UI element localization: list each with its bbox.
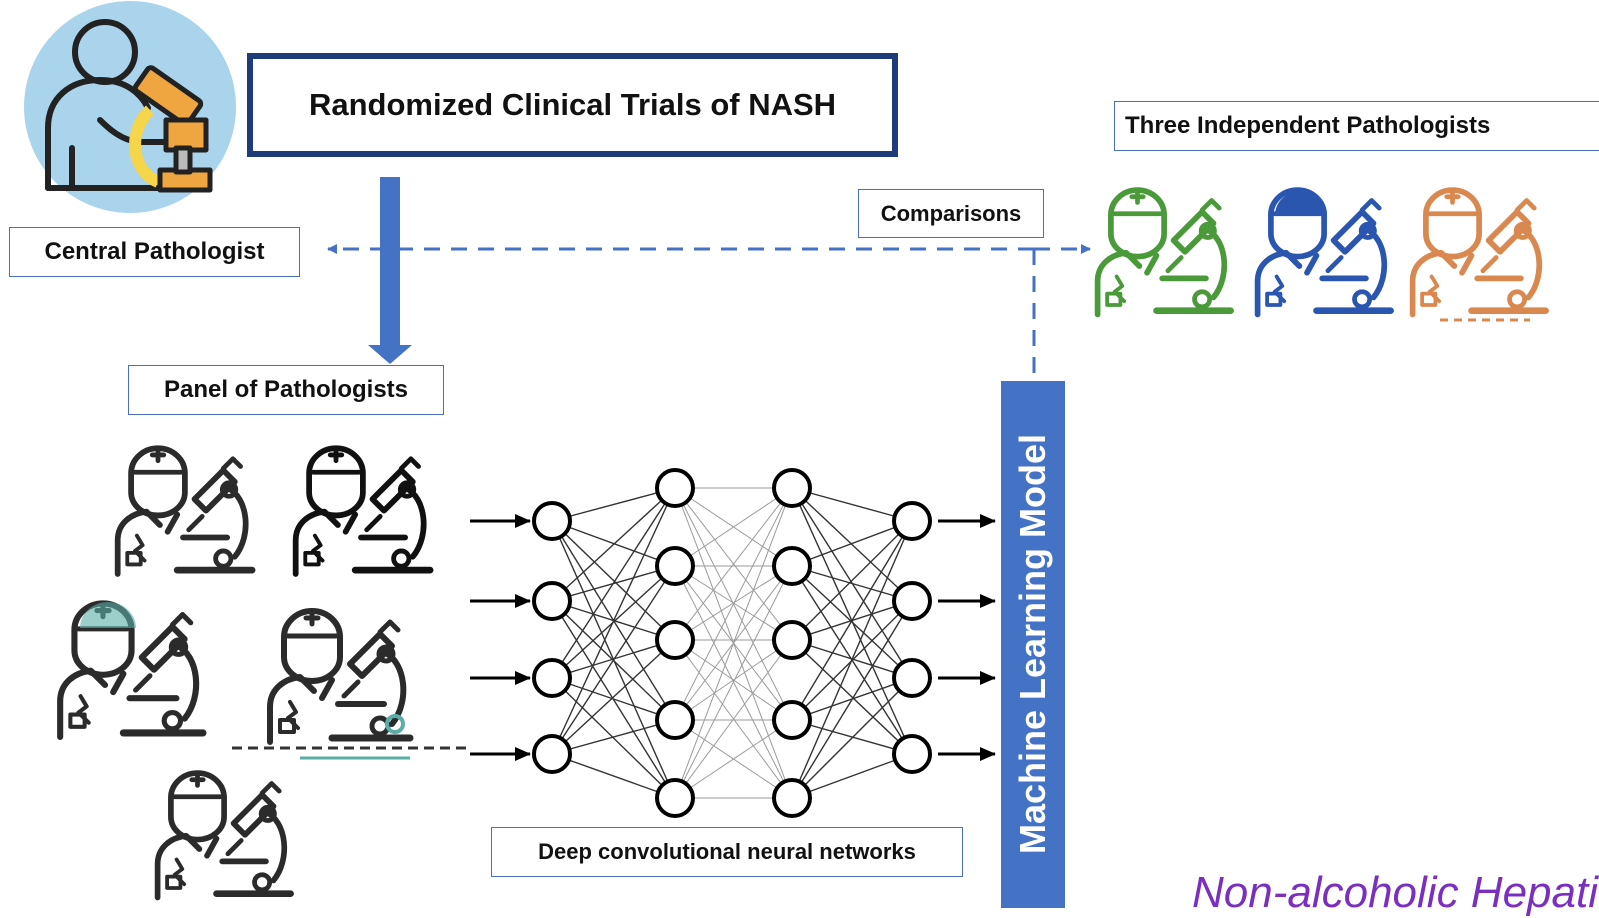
network-node	[892, 658, 932, 698]
network-edge	[674, 639, 793, 799]
machine-learning-model-bar	[1001, 381, 1065, 908]
network-edge	[551, 677, 676, 721]
network-edge	[791, 487, 913, 522]
panel-of-pathologists-label: Panel of Pathologists	[163, 376, 409, 403]
network-node	[655, 468, 695, 508]
network-edge	[551, 520, 676, 567]
page-title: Randomized Clinical Trials of NASH	[308, 87, 837, 122]
title-box: Randomized Clinical Trials of NASH	[247, 53, 898, 157]
network-node	[655, 700, 695, 740]
network-edge	[674, 487, 793, 721]
network-edge	[791, 600, 913, 799]
neural-network-connections	[551, 487, 913, 799]
network-edge	[791, 719, 913, 755]
panel-pathologist-icon	[118, 448, 252, 574]
network-node	[892, 734, 932, 774]
panel-pathologist-icon	[270, 611, 410, 742]
network-edge	[674, 487, 793, 567]
network-node	[772, 468, 812, 508]
three-independent-label-box: Three Independent Pathologists	[1114, 101, 1599, 151]
network-edge	[674, 487, 793, 799]
network-edge	[791, 565, 913, 602]
network-edge	[791, 520, 913, 799]
network-node	[892, 501, 932, 541]
comparisons-label: Comparisons	[880, 200, 1022, 226]
footer-partial-text: Non-alcoholic Hepatit	[1192, 868, 1599, 917]
network-node	[655, 546, 695, 586]
central-pathologist-icon	[24, 1, 236, 213]
network-edge	[791, 677, 913, 799]
network-node	[772, 778, 812, 818]
network-edge	[674, 639, 793, 721]
network-edge	[791, 520, 913, 641]
neural-network-arrows	[470, 514, 996, 761]
independent-pathologist-icon-blue	[1258, 190, 1391, 314]
independent-pathologist-icon-green	[1098, 190, 1231, 314]
independent-pathologist-icon-orange	[1413, 190, 1546, 322]
three-independent-pathologists-label: Three Independent Pathologists	[1125, 112, 1491, 139]
network-edge	[791, 487, 913, 602]
machine-learning-model-label: Machine Learning Model	[1012, 433, 1053, 855]
network-edge	[551, 565, 676, 755]
network-edge	[551, 520, 676, 641]
network-edge	[551, 487, 676, 522]
neural-network-nodes	[532, 468, 932, 818]
comparisons-label-box: Comparisons	[858, 189, 1044, 238]
network-node	[772, 700, 812, 740]
network-node	[532, 581, 572, 621]
network-edge	[791, 753, 913, 799]
network-node	[892, 581, 932, 621]
network-node	[532, 658, 572, 698]
network-edge	[551, 677, 676, 799]
network-node	[772, 546, 812, 586]
network-node	[655, 778, 695, 818]
central-pathologist-label: Central Pathologist	[44, 238, 265, 265]
title-down-arrow	[368, 177, 412, 364]
network-edge	[551, 639, 676, 755]
network-edge	[674, 487, 793, 641]
network-edge	[674, 719, 793, 799]
network-edge	[791, 565, 913, 679]
network-edge	[791, 520, 913, 567]
network-node	[655, 620, 695, 660]
panel-label-box: Panel of Pathologists	[128, 365, 444, 415]
panel-pathologist-icon	[296, 448, 430, 574]
network-node	[532, 734, 572, 774]
panel-divider	[232, 746, 470, 760]
network-edge	[551, 719, 676, 755]
network-node	[772, 620, 812, 660]
network-edge	[551, 487, 676, 602]
network-edge	[791, 639, 913, 755]
panel-pathologist-icon	[60, 602, 203, 737]
network-edge	[674, 565, 793, 799]
central-pathologist-label-box: Central Pathologist	[9, 227, 300, 277]
comparison-connector	[327, 244, 1091, 380]
deep-cnn-label-box: Deep convolutional neural networks	[491, 827, 963, 877]
network-edge	[551, 487, 676, 679]
network-edge	[791, 520, 913, 721]
deep-cnn-label: Deep convolutional neural networks	[538, 839, 916, 864]
panel-pathologist-icon	[158, 773, 291, 897]
network-edge	[551, 753, 676, 799]
network-edge	[551, 487, 676, 755]
network-node	[532, 501, 572, 541]
